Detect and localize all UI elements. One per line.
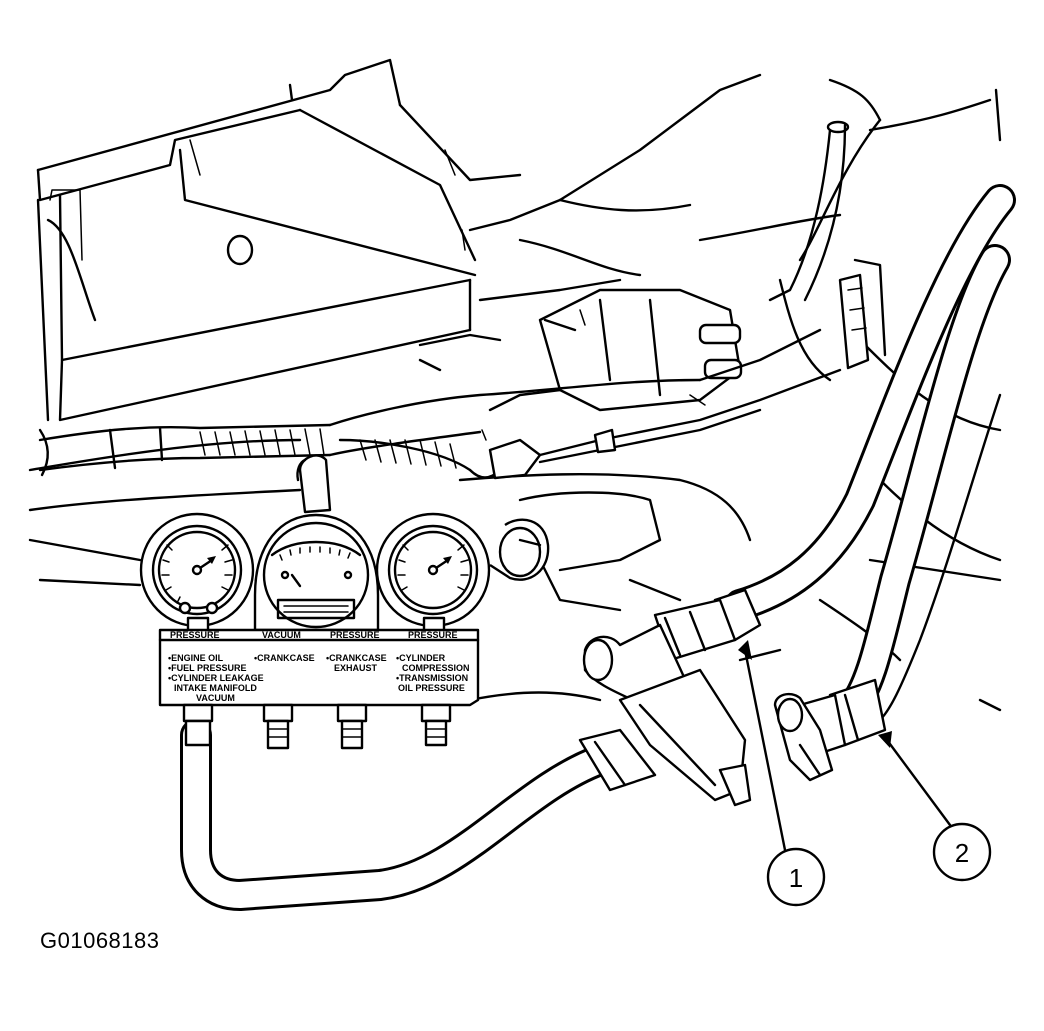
vehicle-hose-1 xyxy=(653,184,1016,662)
callout-2-arrowhead xyxy=(878,731,892,748)
figure-id-label: G01068183 xyxy=(40,928,160,953)
fitting-2 xyxy=(262,703,294,750)
col4-line-3: •TRANSMISSION xyxy=(396,673,468,683)
header-label-4: PRESSURE xyxy=(408,630,458,640)
manifold-label-col2: •CRANKCASE xyxy=(254,653,315,663)
col4-line-1: •CYLINDER xyxy=(396,653,446,663)
vehicle-hose-2 xyxy=(773,244,1011,782)
col1-line-3: •CYLINDER LEAKAGE xyxy=(168,673,264,683)
col1-line-5: VACUUM xyxy=(196,693,235,703)
col1-line-4: INTAKE MANIFOLD xyxy=(174,683,257,693)
fitting-4 xyxy=(420,703,452,747)
col1-line-1: •ENGINE OIL xyxy=(168,653,224,663)
callout-2-number: 2 xyxy=(955,838,969,868)
tester-hose xyxy=(180,719,616,911)
header-label-3: PRESSURE xyxy=(330,630,380,640)
callout-1-arrowhead xyxy=(738,640,752,660)
wiring-harness xyxy=(38,328,842,480)
callout-1: 1 xyxy=(738,640,826,907)
pipe-bracket xyxy=(768,120,887,370)
manifold-label-col3: •CRANKCASE EXHAUST xyxy=(326,653,387,673)
manifold-header-labels: PRESSURE VACUUM PRESSURE PRESSURE xyxy=(170,630,458,640)
col2-line-1: •CRANKCASE xyxy=(254,653,315,663)
distributor-assembly xyxy=(418,288,743,412)
callout-2: 2 xyxy=(878,731,992,882)
header-label-2: VACUUM xyxy=(262,630,301,640)
col4-line-4: OIL PRESSURE xyxy=(398,683,465,693)
col3-line-1: •CRANKCASE xyxy=(326,653,387,663)
gauge-manifold: PRESSURE VACUUM PRESSURE PRESSURE •ENGIN… xyxy=(139,454,491,750)
callout-1-number: 1 xyxy=(789,863,803,893)
manifold-label-col1: •ENGINE OIL •FUEL PRESSURE •CYLINDER LEA… xyxy=(168,653,264,703)
col1-line-2: •FUEL PRESSURE xyxy=(168,663,247,673)
spark-plug-port xyxy=(489,518,550,581)
callout-2-circle xyxy=(932,822,992,882)
engine-frame-structure xyxy=(28,58,1002,712)
t-adapter xyxy=(578,623,752,807)
callout-1-circle xyxy=(766,847,826,907)
col3-line-2: EXHAUST xyxy=(334,663,378,673)
col4-line-2: COMPRESSION xyxy=(402,663,470,673)
header-label-1: PRESSURE xyxy=(170,630,220,640)
fitting-3 xyxy=(336,703,368,750)
manifold-label-col4: •CYLINDER COMPRESSION •TRANSMISSION OIL … xyxy=(396,653,470,693)
fitting-1 xyxy=(182,703,214,747)
